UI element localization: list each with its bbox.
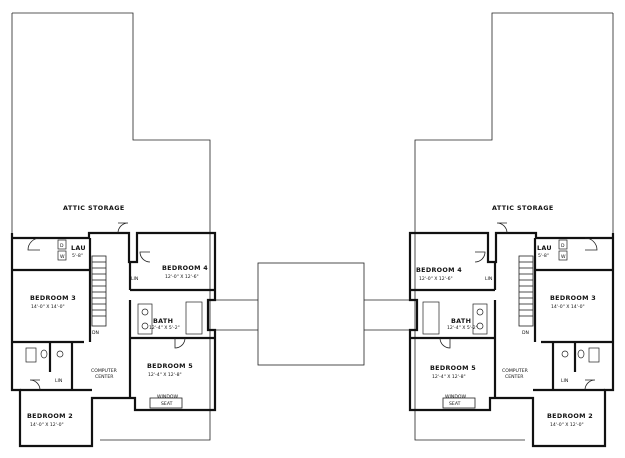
label-lin-r1: LIN [561,378,568,384]
dim-bath-r: 12'-4" X 5'-2" [447,325,478,331]
window-seat [149,397,183,409]
dim-lau-r: 5'-8" [538,253,549,259]
stairs [91,255,107,327]
label-bedroom-2-r: BEDROOM 2 [547,412,593,420]
label-bedroom-5: BEDROOM 5 [147,362,193,370]
door-bed3 [27,237,41,251]
label-seat: SEAT [161,401,173,407]
label-attic-storage-r: ATTIC STORAGE [492,204,554,212]
dim-bedroom-5: 12'-4" X 12'-8" [148,372,182,378]
dim-bedroom-5-r: 12'-4" X 12'-8" [432,374,466,380]
label-bedroom-2: BEDROOM 2 [27,412,73,420]
shower-small [25,347,37,363]
dim-bedroom-4-r: 12'-0" X 12'-6" [419,276,453,282]
washer [57,250,67,261]
right-unit [408,12,615,448]
label-d: D [60,243,64,249]
sink-left-2 [141,322,149,330]
dim-lau: 5'-8" [72,253,83,259]
label-dn: DN [92,330,99,336]
label-lin-2: LIN [131,276,138,282]
label-center-r: CENTER [505,374,524,380]
door-bed5 [174,337,186,349]
dim-bedroom-3-r: 14'-0" X 14'-0" [551,304,585,310]
label-lau: LAU [71,244,86,252]
door-bed4 [139,251,151,263]
label-window: WINDOW [157,394,178,400]
label-d-r: D [561,243,565,249]
label-bedroom-5-r: BEDROOM 5 [430,364,476,372]
right-exterior-walls [408,231,615,448]
dryer [57,239,67,250]
label-computer: COMPUTER [91,368,118,374]
sink-small [56,350,64,358]
dim-bedroom-2: 14'-0" X 12'-0" [30,422,64,428]
label-attic-storage: ATTIC STORAGE [63,204,125,212]
left-unit: ATTIC STORAGE BEDROOM 3 14'-0" X 14'-0" … [10,12,217,448]
label-bedroom-4: BEDROOM 4 [162,264,208,272]
label-window-r: WINDOW [445,394,466,400]
label-lin-1: LIN [55,378,62,384]
label-w: W [60,254,65,260]
door-attic [117,222,129,234]
attic-outline-r [414,12,614,441]
label-w-r: W [561,254,566,260]
label-bedroom-3-r: BEDROOM 3 [550,294,596,302]
bathtub-left [185,301,203,335]
door-bed2 [29,379,41,391]
dim-bedroom-3: 14'-0" X 14'-0" [31,304,65,310]
breezeway-center-block [257,262,365,366]
label-bath-r: BATH [451,317,471,325]
left-exterior-walls [10,231,217,448]
label-lin-r2: LIN [485,276,492,282]
stair-outline-r [518,255,534,327]
label-lau-r: LAU [537,244,552,252]
stair-outline [91,255,107,327]
right-unit-labels: ATTIC STORAGE BEDROOM 3 14'-0" X 14'-0" … [416,204,596,428]
label-computer-r: COMPUTER [502,368,529,374]
label-seat-r: SEAT [449,401,461,407]
toilet-small [40,349,48,359]
attic-outline [11,12,211,441]
label-bedroom-4-r: BEDROOM 4 [416,266,462,274]
dim-bedroom-4: 12'-0" X 12'-6" [165,274,199,280]
label-dn-r: DN [522,330,529,336]
label-center: CENTER [95,374,114,380]
dim-bedroom-2-r: 14'-0" X 12'-0" [550,422,584,428]
breezeway [216,262,410,366]
label-bath: BATH [153,317,173,325]
sink-left-1 [141,308,149,316]
vanity-left [137,303,153,335]
label-bedroom-3: BEDROOM 3 [30,294,76,302]
dim-bath: 12'-4" X 5'-2" [149,325,180,331]
